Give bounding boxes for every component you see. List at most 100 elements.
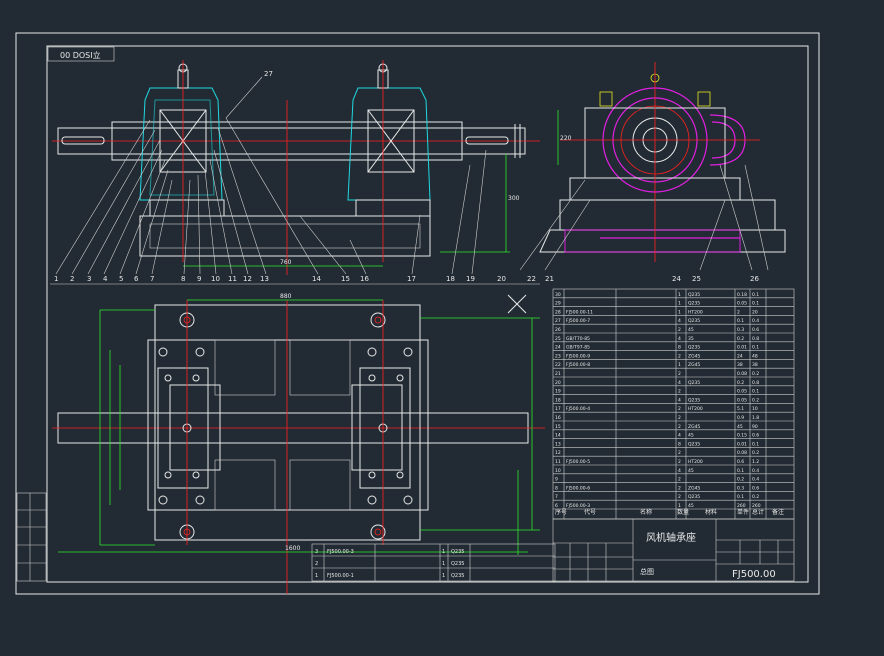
balloon-21: 21 [545, 275, 554, 283]
balloon-27: 27 [264, 70, 273, 78]
balloon-13: 13 [260, 275, 269, 283]
title-block: 风机轴承座 总图 FJ500.00 [552, 518, 795, 582]
top-label: 00 DOSI立 [60, 50, 101, 60]
parts-cell: 2 [678, 353, 681, 359]
balloon-8: 8 [181, 275, 185, 283]
parts-cell: FJ500.00-11 [566, 309, 593, 315]
drawing-subtitle: 总图 [640, 567, 654, 576]
outer-sheet-border [15, 32, 820, 595]
top-label-box [47, 46, 115, 62]
balloon-19: 19 [466, 275, 475, 283]
parts-header-name: 名称 [640, 508, 652, 516]
parts-cell: 0.1 [737, 468, 744, 474]
balloon-18: 18 [446, 275, 455, 283]
small-row-3-code: FJ500.00-1 [327, 573, 354, 579]
small-row-3-mat: Q235 [451, 573, 464, 579]
small-row-3-no: 1 [315, 573, 318, 579]
parts-cell: 0.1 [752, 345, 759, 351]
parts-cell: 38 [737, 362, 743, 368]
parts-cell: 1 [678, 362, 681, 368]
parts-cell: 45 [688, 433, 694, 439]
parts-header-remark: 备注 [772, 508, 784, 516]
parts-cell: HT200 [688, 459, 703, 465]
front-view-leaders [55, 76, 487, 275]
parts-cell: 4 [678, 336, 681, 342]
plan-view: 880 1600 [52, 293, 545, 594]
balloon-22: 22 [527, 275, 536, 283]
drawing-number: FJ500.00 [732, 569, 776, 580]
parts-cell: 0.3 [737, 485, 744, 491]
parts-cell: 0.6 [752, 327, 759, 333]
parts-cell: 6 [555, 503, 558, 509]
parts-cell: 12 [555, 450, 561, 456]
left-stamp-column [16, 492, 47, 582]
parts-cell: 1 [678, 301, 681, 307]
small-row-2-no: 2 [315, 561, 318, 567]
balloon-16: 16 [360, 275, 369, 283]
parts-cell: FJ500.00-6 [566, 485, 590, 491]
dim-side-height: 220 [560, 135, 572, 142]
parts-cell: 21 [555, 371, 561, 377]
parts-cell: 0.6 [752, 485, 759, 491]
small-row-2-mat: Q235 [451, 561, 464, 567]
right-bearing-section [347, 63, 431, 217]
parts-cell: 45 [688, 468, 694, 474]
parts-cell: Q235 [688, 441, 700, 447]
balloon-3: 3 [87, 275, 91, 283]
parts-cell: 0.08 [737, 450, 747, 456]
parts-cell: 5.1 [737, 406, 744, 412]
parts-cell: 2 [737, 309, 740, 315]
parts-cell: 45 [688, 503, 694, 509]
parts-cell: 90 [752, 424, 758, 430]
parts-cell: 0.8 [752, 380, 759, 386]
small-row-1-no: 3 [315, 549, 318, 555]
balloon-4: 4 [103, 275, 108, 283]
parts-cell: 0.8 [752, 336, 759, 342]
parts-cell: 16 [555, 415, 561, 421]
parts-cell: 0.2 [752, 450, 759, 456]
parts-cell: ZG45 [688, 362, 700, 368]
parts-cell: 0.9 [737, 415, 744, 421]
parts-cell: 1 [678, 503, 681, 509]
parts-cell: 0.2 [752, 371, 759, 377]
dim-height-right: 300 [508, 195, 520, 202]
dim-plan-width: 880 [280, 293, 292, 300]
parts-cell: 0.1 [752, 292, 759, 298]
parts-cell: FJ500.00-9 [566, 353, 590, 359]
parts-cell: 28 [555, 309, 561, 315]
parts-cell: 0.05 [737, 397, 747, 403]
parts-cell: 13 [555, 441, 561, 447]
parts-cell: FJ500.00-8 [566, 362, 590, 368]
parts-cell: 4 [678, 433, 681, 439]
parts-cell: 20 [752, 309, 758, 315]
parts-cell: Q235 [688, 494, 700, 500]
parts-cell: 4 [678, 380, 681, 386]
balloon-9: 9 [197, 275, 201, 283]
parts-header-unit: 单件 [737, 508, 749, 516]
parts-cell: 17 [555, 406, 561, 412]
parts-cell: 0.3 [737, 327, 744, 333]
parts-cell: 2 [678, 327, 681, 333]
parts-cell: 45 [737, 424, 743, 430]
parts-cell: 0.1 [752, 389, 759, 395]
small-row-1-qty: 1 [442, 549, 445, 555]
parts-cell: 24 [555, 345, 561, 351]
parts-cell: 0.6 [752, 433, 759, 439]
parts-cell: 2 [678, 389, 681, 395]
parts-cell: 30 [555, 292, 561, 298]
parts-cell: 1.8 [752, 415, 759, 421]
parts-cell: 0.05 [737, 389, 747, 395]
balloon-26: 26 [750, 275, 759, 283]
parts-cell: 0.2 [752, 494, 759, 500]
parts-cell: 8 [678, 441, 681, 447]
parts-header-total: 总计 [752, 508, 764, 516]
inner-frame-border [46, 45, 809, 583]
parts-cell: 4 [678, 468, 681, 474]
parts-cell: 0.15 [737, 433, 747, 439]
parts-cell: 25 [555, 336, 561, 342]
parts-cell: 2 [678, 415, 681, 421]
parts-cell: 0.08 [737, 371, 747, 377]
parts-cell: HT200 [688, 406, 703, 412]
parts-cell: 11 [555, 459, 561, 465]
